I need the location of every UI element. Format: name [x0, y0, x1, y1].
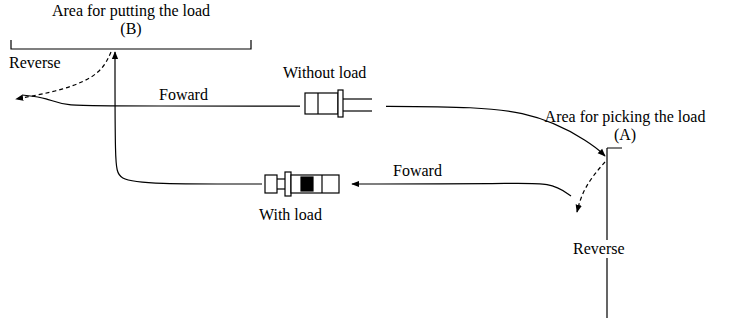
area-node: Area for picking the load(A)	[525, 108, 725, 318]
path-label: Foward	[392, 162, 443, 180]
path-label: Reverse	[572, 240, 626, 258]
travel-path	[115, 52, 605, 212]
forward-path	[115, 52, 262, 184]
wall-line	[607, 148, 622, 318]
bracket-line	[11, 40, 251, 49]
travel-path	[16, 52, 605, 156]
path-label: Without load	[282, 64, 367, 82]
area-letter: (B)	[10, 20, 252, 38]
path-label: With load	[258, 206, 323, 224]
area-letter: (A)	[525, 126, 725, 144]
area-title: Area for putting the load	[10, 2, 252, 20]
area-node: Area for putting the load(B)	[10, 2, 252, 50]
area-title: Area for picking the load	[525, 108, 725, 126]
reverse-path	[577, 162, 605, 212]
forklift-without-load	[300, 89, 386, 117]
forward-path	[352, 183, 571, 196]
path-label: Reverse	[8, 54, 62, 72]
forklift-with-load	[262, 170, 348, 200]
path-label: Foward	[158, 86, 209, 104]
